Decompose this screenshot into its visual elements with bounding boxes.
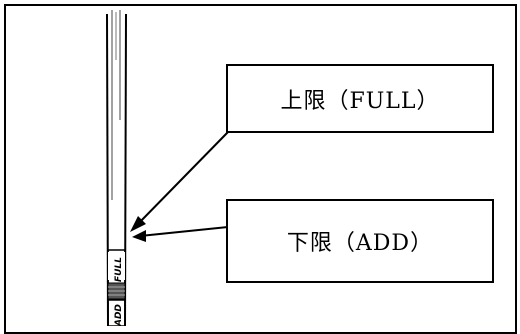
full-arrow: [130, 131, 229, 232]
add-mark-label: ADD: [114, 304, 124, 326]
upper-limit-callout: 上限（FULL）: [226, 64, 494, 133]
lower-limit-label: 下限（ADD）: [286, 231, 434, 256]
upper-limit-label: 上限（FULL）: [280, 88, 440, 114]
dipstick: FULL ADD: [106, 10, 127, 326]
lower-limit-callout: 下限（ADD）: [226, 199, 494, 283]
hatched-band: [108, 252, 125, 280]
add-zone: [107, 299, 126, 326]
add-arrow: [132, 226, 229, 242]
full-mark-label: FULL: [114, 257, 124, 282]
dipstick-drawing: FULL ADD: [106, 10, 229, 326]
